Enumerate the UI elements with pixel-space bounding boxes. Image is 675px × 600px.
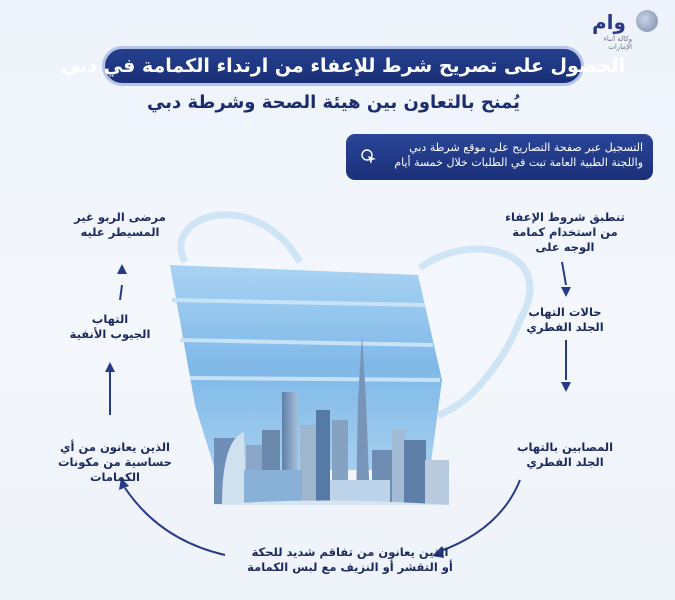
condition-severe-itching: الذين يعانون من تفاقم شديد للحكة أو التق… [230, 545, 470, 575]
globe-icon [636, 10, 658, 32]
page-title: الحصول على تصريح شرط للإعفاء من ارتداء ا… [61, 46, 625, 86]
wamnews-watermark: wamnews [431, 290, 447, 380]
arrow-heads [105, 264, 571, 558]
condition-mask-allergy: الذين يعانون من أي حساسية من مكونات الكم… [50, 440, 180, 485]
cycle-arrows [109, 261, 567, 556]
pleat-2 [179, 338, 434, 347]
condition-line: الذين يعانون من تفاقم شديد للحكة [251, 545, 449, 559]
condition-line: التهاب [91, 312, 129, 326]
logo-wordmark: وام [592, 10, 626, 34]
condition-line: المسيطر عليه [80, 225, 160, 239]
condition-line: الذين يعانون من أي [59, 440, 170, 454]
condition-line: الكمامات [90, 470, 140, 484]
dubai-skyline [210, 335, 450, 505]
condition-line: الجيوب الأنفية [69, 327, 151, 341]
condition-line: من استخدام كمامة [512, 225, 618, 239]
condition-line: حساسية من مكونات [58, 455, 172, 469]
condition-sinusitis: التهاب الجيوب الأنفية [55, 312, 165, 342]
registration-info-box: التسجيل عبر صفحة التصاريح على موقع شرطة … [346, 134, 653, 180]
condition-line: أو التقشر أو النزيف مع لبس الكمامة [247, 560, 453, 574]
condition-fungal-dermatitis-patients: المصابين بالتهاب الجلد الفطري [505, 440, 625, 470]
info-line-2: واللجنة الطبية العامة تبت في الطلبات خلا… [394, 156, 643, 169]
condition-line: حالات التهاب [528, 305, 602, 319]
condition-uncontrolled-asthma: مرضى الربو غير المسيطر عليه [60, 210, 180, 240]
wam-logo: وام وكالة أنباء الإمارات [592, 8, 662, 51]
condition-line: الجلد الفطري [526, 455, 604, 469]
cursor-click-icon [361, 149, 376, 164]
ear-loop-left [177, 211, 304, 264]
logo-subtitle: وكالة أنباء الإمارات [603, 35, 632, 51]
pleat-1 [171, 298, 426, 307]
condition-exemption-intro: تنطبق شروط الإعفاء من استخدام كمامة الوج… [495, 210, 635, 255]
condition-fungal-dermatitis-cases: حالات التهاب الجلد الفطري [510, 305, 620, 335]
condition-line: المصابين بالتهاب [516, 440, 614, 454]
condition-line: الجلد الفطري [526, 320, 604, 334]
page-subtitle: يُمنح بالتعاون بين هيئة الصحة وشرطة دبي [147, 92, 520, 113]
condition-line: الوجه على [535, 240, 595, 254]
condition-line: تنطبق شروط الإعفاء [505, 210, 625, 224]
ear-loop-right [417, 245, 534, 419]
mask-body [170, 265, 442, 470]
condition-line: مرضى الربو غير [74, 210, 166, 224]
info-line-1: التسجيل عبر صفحة التصاريح على موقع شرطة … [409, 141, 643, 154]
pleat-3 [189, 376, 441, 382]
